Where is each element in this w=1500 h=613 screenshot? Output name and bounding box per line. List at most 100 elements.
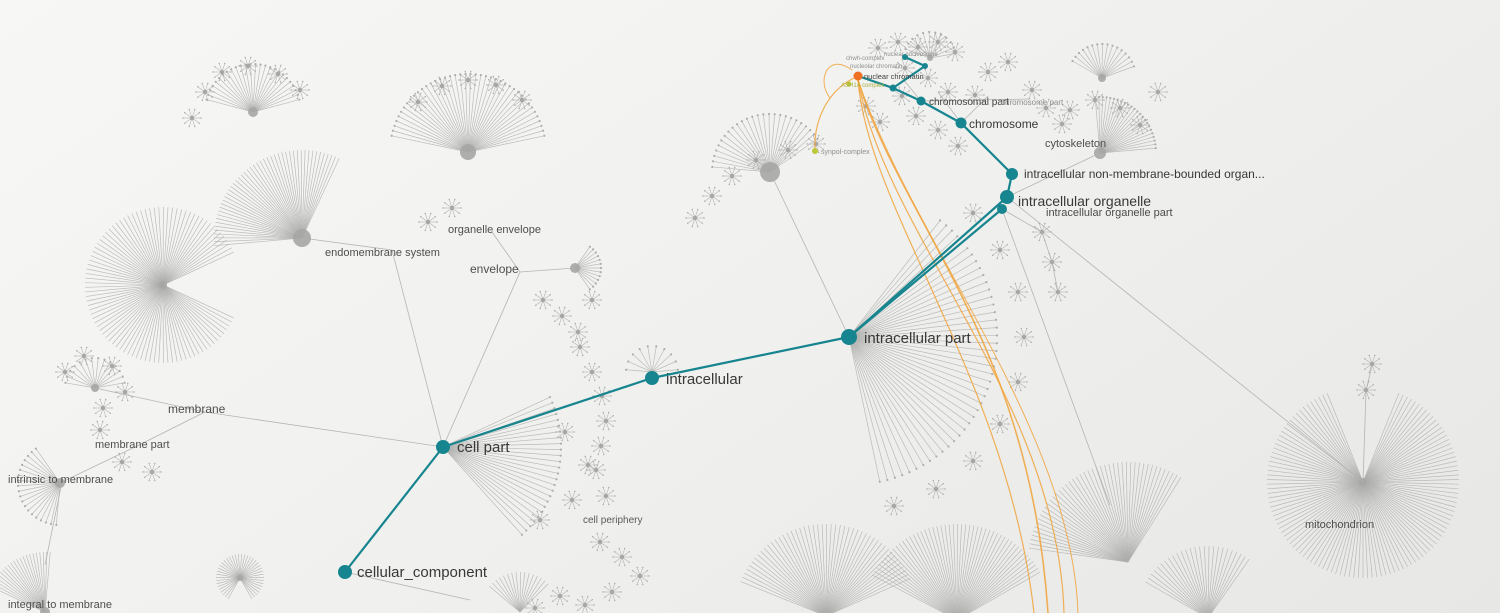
star-cluster [868,38,888,58]
fan-cluster [442,396,563,536]
star-cluster [1130,115,1150,135]
star-cluster [590,532,610,552]
orange-link [857,79,1079,613]
fan-cluster [85,206,234,364]
graph-edge [937,91,962,124]
star-cluster [1060,100,1080,120]
star-cluster [486,75,506,95]
star-cluster [906,106,926,126]
star-cluster [1014,327,1034,347]
star-cluster [612,547,632,567]
graph-edge [61,446,136,483]
green-nodes [812,81,852,154]
node-tiny2[interactable] [922,63,928,69]
star-cluster [1042,252,1062,272]
star-cluster [1036,98,1056,118]
graph-edge [301,237,393,251]
star-cluster [1052,114,1072,134]
fan-cluster [1071,42,1136,82]
node-nuclear_chromatin[interactable] [853,71,863,81]
teal-edges [343,55,1014,574]
star-cluster [1148,82,1168,102]
star-cluster [142,462,162,482]
fan-cluster [740,523,911,613]
teal-edge [343,445,445,574]
star-cluster [570,337,590,357]
node-cellular_component[interactable] [338,565,352,579]
label-cell_part: cell part [457,439,510,456]
node-intracellular[interactable] [645,371,659,385]
orange-link [857,79,1049,613]
star-cluster [630,566,650,586]
star-cluster [908,37,928,57]
tiny-label: nuclear chromatin [864,72,924,81]
star-cluster [1008,282,1028,302]
star-cluster [1110,98,1130,118]
graph-edge [519,267,576,273]
fan-cluster [1267,392,1459,578]
node-intracellular_part[interactable] [841,329,857,345]
tiny-label: nuclear nucleosome [884,52,938,58]
node-nucleo_small[interactable] [889,84,897,92]
graph-edge [1365,365,1373,391]
graph-edge [1006,152,1101,198]
node-intracellular_organelle_part[interactable] [997,204,1007,214]
gray-label: mitochondrion [1305,519,1374,531]
fan-cluster [489,571,549,613]
node-intracellular_organelle[interactable] [1000,190,1014,204]
gray-label: envelope [470,262,519,276]
teal-edge [891,64,927,90]
star-cluster [575,595,595,613]
star-cluster [182,108,202,128]
star-cluster [978,62,998,82]
gray-edges [44,77,1373,601]
teal-edge [919,99,963,125]
star-cluster [555,422,575,442]
node-non_membrane[interactable] [1006,168,1018,180]
node-chromosome[interactable] [955,117,967,129]
tiny-label: synpol-complex [821,149,870,156]
star-cluster [938,82,958,102]
fan-cluster [390,72,546,160]
star-cluster [926,479,946,499]
teal-edge [891,86,923,103]
orange-link [857,79,1035,613]
green-node[interactable] [812,148,818,154]
fan-cluster [711,112,819,182]
node-chromosomal_part[interactable] [916,96,926,106]
star-cluster [268,64,288,84]
fan-cluster [904,30,957,61]
star-cluster [998,52,1018,72]
gray-label: intrinsic to membrane [8,474,113,486]
star-cluster [602,582,622,602]
tiny-label: ASH1A complex [841,83,884,89]
star-cluster [1362,354,1382,374]
fan-clusters [0,30,1459,613]
star-cluster [746,150,766,170]
star-cluster [1085,90,1105,110]
star-cluster [458,70,478,90]
node-tiny1[interactable] [902,54,908,60]
star-cluster [722,166,742,186]
fan-cluster [872,523,1041,613]
tiny-label: nucleolar chromatin [850,64,902,70]
label-intracellular_part: intracellular part [864,330,972,347]
star-cluster [888,32,908,52]
green-node[interactable] [846,81,852,87]
star-cluster [568,322,588,342]
star-cluster [408,92,428,112]
orange-links [814,63,1079,613]
label-intracellular_organelle: intracellular organelle [1018,193,1151,209]
star-cluster [195,82,215,102]
star-cluster [685,208,705,228]
graph-edge [1051,261,1059,293]
graph-edge [134,411,206,448]
node-cell_part[interactable] [436,440,450,454]
star-cluster [115,382,135,402]
star-cluster [596,411,616,431]
fan-cluster [16,447,65,526]
fan-cluster [205,62,301,117]
star-cluster [562,490,582,510]
